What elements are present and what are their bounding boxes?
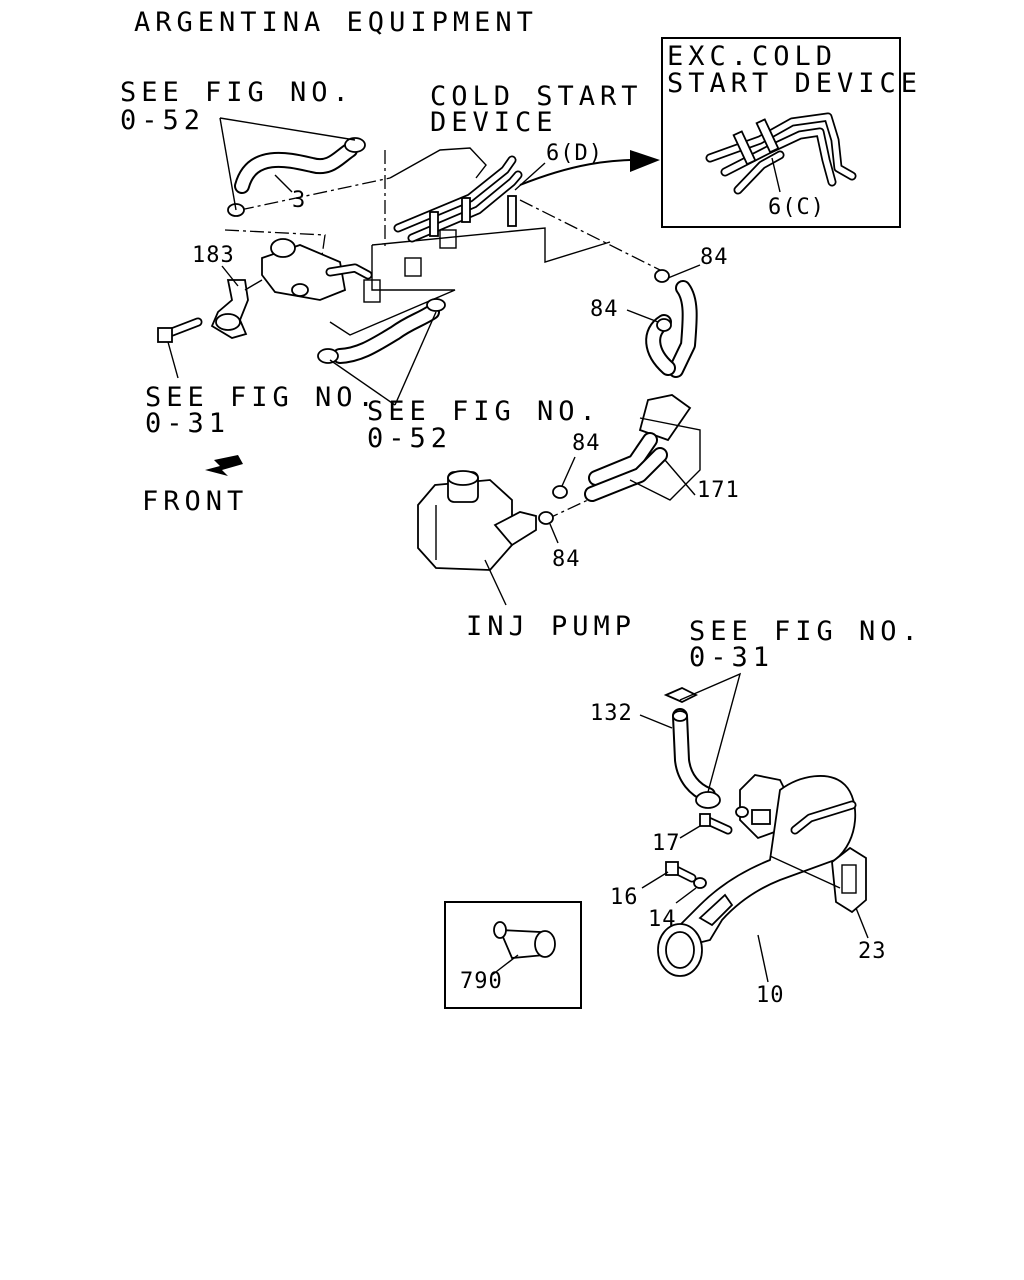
bolt-17-drawing: [699, 813, 733, 835]
see-fig-052-mid-label: SEE FIG NO.: [367, 396, 601, 427]
cold-start-label-2: DEVICE: [430, 107, 558, 138]
see-fig-052-top-label: SEE FIG NO.: [120, 77, 354, 108]
callout-14: 14: [648, 907, 677, 932]
see-fig-052-mid-number: 0-52: [367, 423, 452, 454]
callout-171: 171: [697, 478, 740, 503]
callout-84-a: 84: [700, 245, 729, 270]
cold-start-label: COLD START: [430, 81, 643, 112]
leader-790: [491, 954, 519, 976]
leader-see-fig-052-mid-a: [329, 359, 396, 406]
leader-10: [757, 934, 769, 983]
leader-see-fig-031-left: [167, 341, 179, 379]
leader-see-fig-052-mid-b: [394, 311, 437, 406]
engine-outline: [329, 147, 611, 336]
see-fig-052-top-number: 0-52: [120, 105, 205, 136]
exc-cold-label-2: START DEVICE: [667, 68, 922, 99]
bracket-183-drawing: [210, 279, 263, 339]
leader-171: [664, 459, 696, 496]
callout-3: 3: [292, 188, 306, 213]
see-fig-031-left-label: SEE FIG NO.: [145, 382, 379, 413]
leader-6d: [514, 162, 546, 191]
leader-84-b: [626, 309, 659, 323]
leader-inj-pump: [484, 559, 507, 606]
callout-84-b: 84: [590, 297, 619, 322]
inset-pointer-arrowhead: [630, 150, 660, 172]
leader-183: [221, 265, 239, 287]
leader-23-to-pipe: [769, 855, 841, 889]
front-direction-arrow: [205, 455, 243, 476]
callout-84-d: 84: [552, 547, 581, 572]
fuel-hose-assembly-drawing: [538, 269, 698, 525]
leader-17: [679, 825, 701, 839]
leader-see-fig-052-top-a: [219, 117, 237, 211]
washer-14-drawing: [693, 877, 707, 889]
see-fig-031-right-label: SEE FIG NO.: [689, 616, 923, 647]
water-outlet-pipe-10-drawing: [657, 774, 857, 977]
see-fig-031-right-number: 0-31: [689, 642, 774, 673]
bolt-drawing: [157, 317, 203, 343]
bracket-171-outline: [629, 417, 701, 501]
callout-790: 790: [460, 969, 503, 994]
callout-6c: 6(C): [768, 195, 825, 220]
leader-14: [675, 887, 697, 904]
leader-23: [855, 907, 869, 939]
callout-183: 183: [192, 243, 235, 268]
leader-dashed-4: [519, 199, 661, 271]
leader-84-a: [667, 264, 701, 279]
pipe-assembly-6c-drawing: [705, 112, 857, 195]
callout-6d: 6(D): [546, 141, 603, 166]
see-fig-031-left-number: 0-31: [145, 408, 230, 439]
leader-84-d: [549, 523, 559, 544]
leader-84-c: [561, 456, 576, 487]
exc-cold-start-inset: EXC.COLD START DEVICE 6(C): [661, 37, 922, 228]
front-label: FRONT: [142, 486, 248, 517]
leader-see-fig-031-right: [679, 672, 742, 793]
callout-23: 23: [858, 939, 887, 964]
diagram-title: ARGENTINA EQUIPMENT: [134, 7, 538, 38]
gasket-23-drawing: [831, 846, 867, 914]
bolt-16-drawing: [665, 861, 697, 883]
inj-pump-drawing: [417, 470, 537, 571]
callout-132: 132: [590, 701, 633, 726]
hose-132-drawing: [663, 687, 721, 809]
callout-10: 10: [756, 983, 785, 1008]
leader-dashed-1: [239, 177, 391, 211]
hose-lower-drawing: [317, 298, 446, 364]
leader-see-fig-052-top-b: [219, 117, 356, 141]
callout-84-c: 84: [572, 431, 601, 456]
inj-pump-label: INJ PUMP: [466, 611, 636, 642]
callout-16: 16: [610, 885, 639, 910]
part-790-box: 790: [444, 901, 582, 1009]
leader-3: [274, 174, 293, 193]
leader-16: [641, 871, 669, 889]
callout-17: 17: [652, 831, 681, 856]
valve-assembly-drawing: [261, 238, 373, 301]
leader-132: [639, 714, 673, 729]
leader-dashed-2: [224, 229, 326, 271]
exc-cold-label: EXC.COLD: [667, 41, 837, 72]
pipe-assembly-6d-drawing: [393, 155, 523, 243]
